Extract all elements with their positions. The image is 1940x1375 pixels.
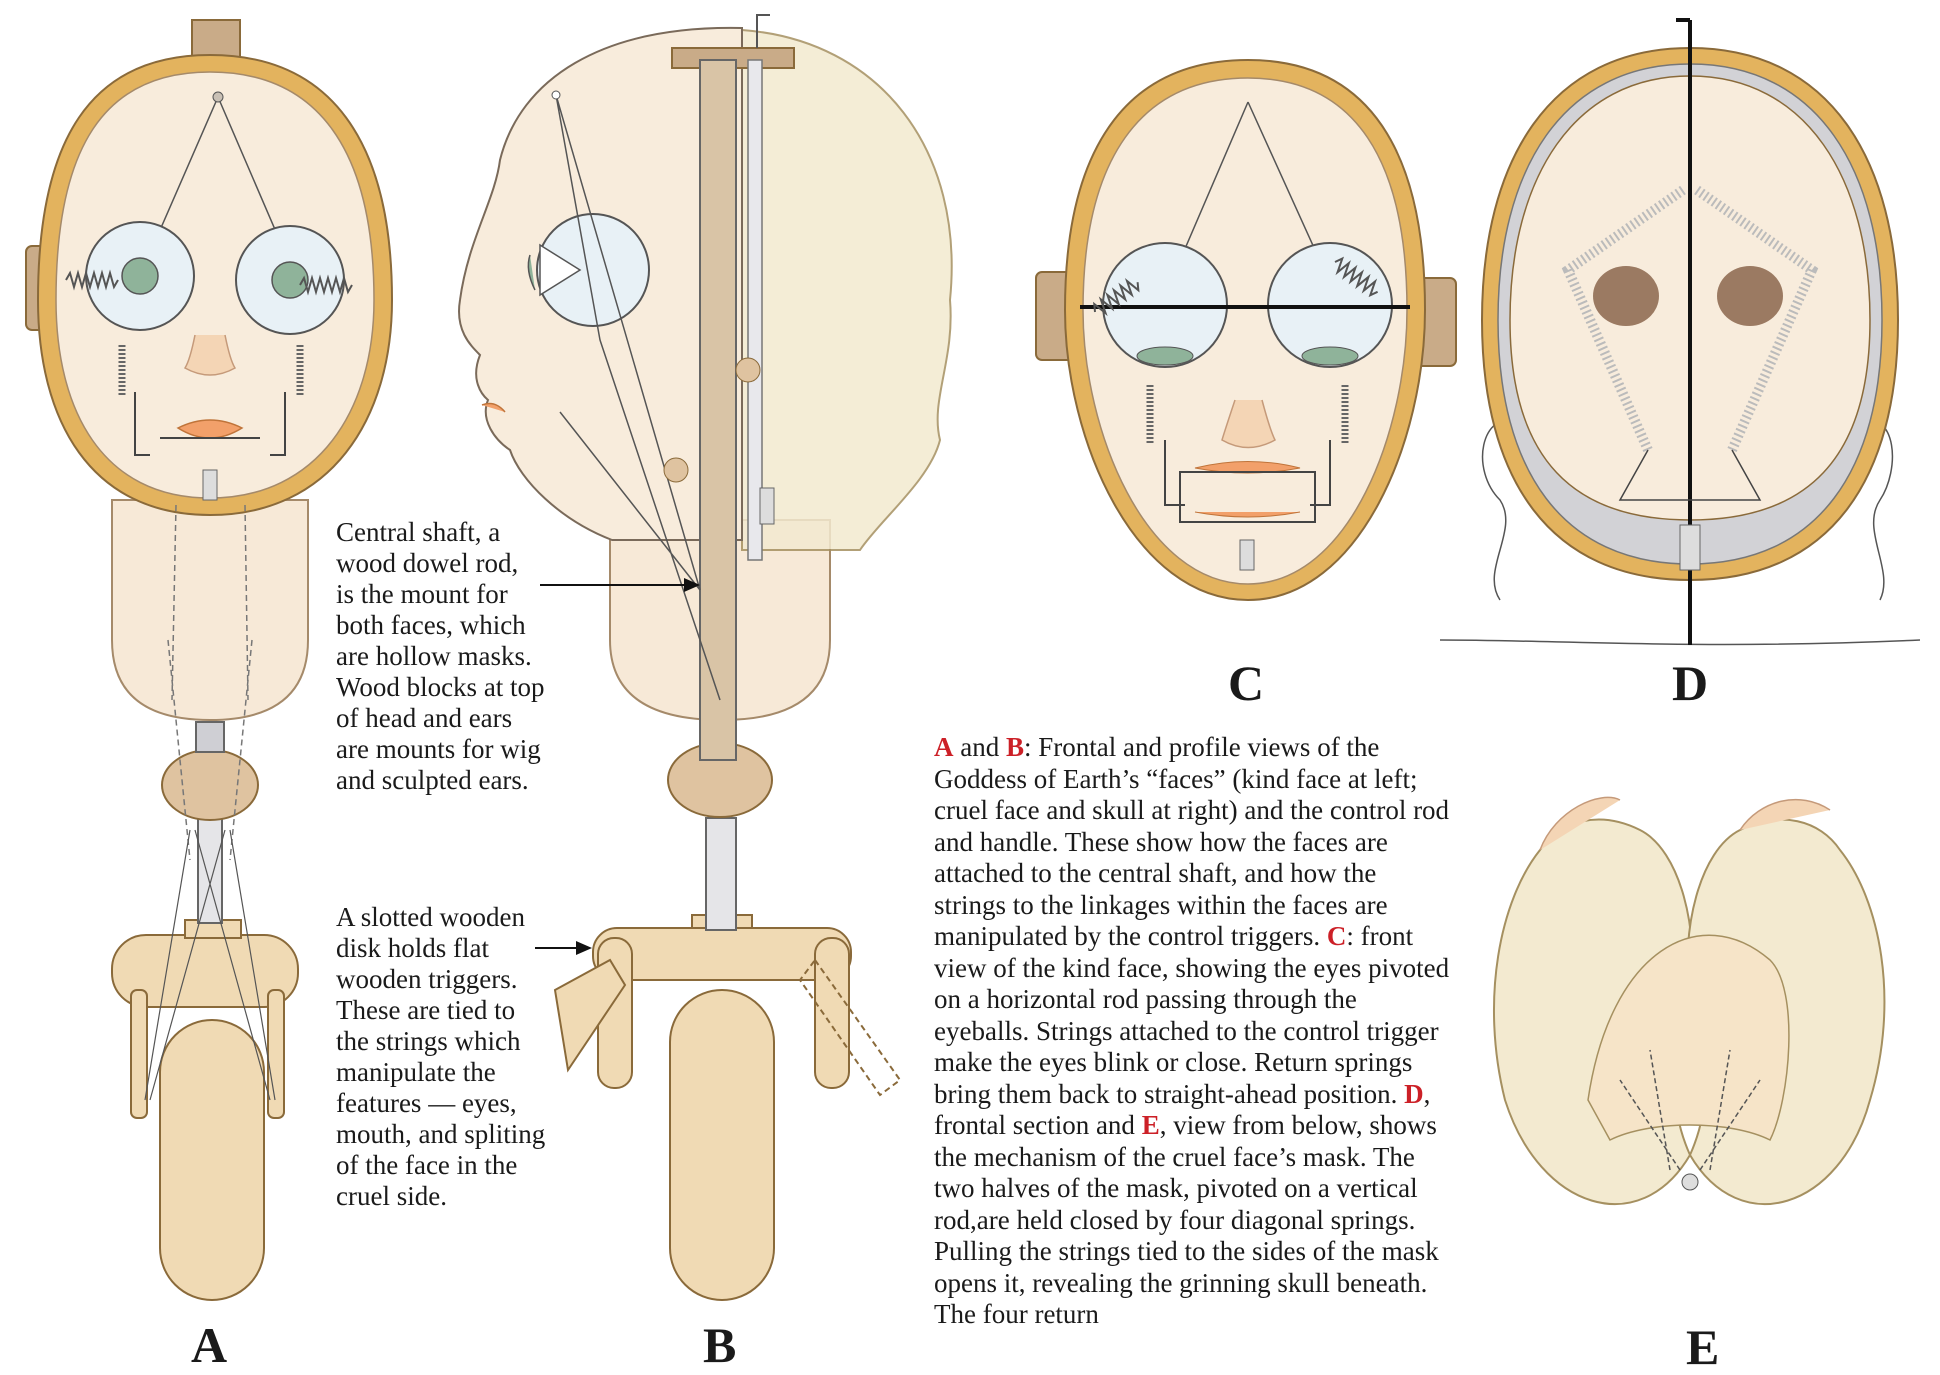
figure-d-cruel-face-section: [1440, 20, 1920, 645]
skull-socket-left-d: [1593, 266, 1659, 326]
caption-ref-a: A: [934, 732, 954, 762]
figure-label-a: A: [191, 1320, 227, 1370]
figure-label-e: E: [1686, 1322, 1719, 1372]
figure-c-kind-face-eyes: [1036, 60, 1456, 600]
neck-ball-a: [162, 750, 258, 820]
caption-ref-d: D: [1404, 1079, 1424, 1109]
figure-caption: A and B: Frontal and profile views of th…: [934, 732, 1454, 1331]
caption-ref-c: C: [1327, 921, 1347, 951]
handle-b: [670, 990, 774, 1300]
caption-text-2: : Frontal and profile views of the Godde…: [934, 732, 1449, 951]
caption-ref-b: B: [1006, 732, 1024, 762]
caption-ref-e: E: [1142, 1110, 1160, 1140]
caption-text-1: and: [954, 732, 1006, 762]
figure-label-c: C: [1228, 658, 1264, 708]
skull-socket-right-d: [1717, 266, 1783, 326]
figure-e-view-from-below: [1494, 797, 1884, 1204]
figure-label-d: D: [1672, 658, 1708, 708]
figure-label-b: B: [703, 1320, 736, 1370]
annotation-trigger-disk: A slotted wooden disk holds flat wooden …: [336, 902, 576, 1212]
handle-a: [160, 1020, 264, 1300]
caption-text-5: , view from below, shows the mechanism o…: [934, 1110, 1439, 1329]
annotation-central-shaft: Central shaft, a wood dowel rod, is the …: [336, 517, 566, 796]
top-wood-block-a: [192, 20, 240, 58]
